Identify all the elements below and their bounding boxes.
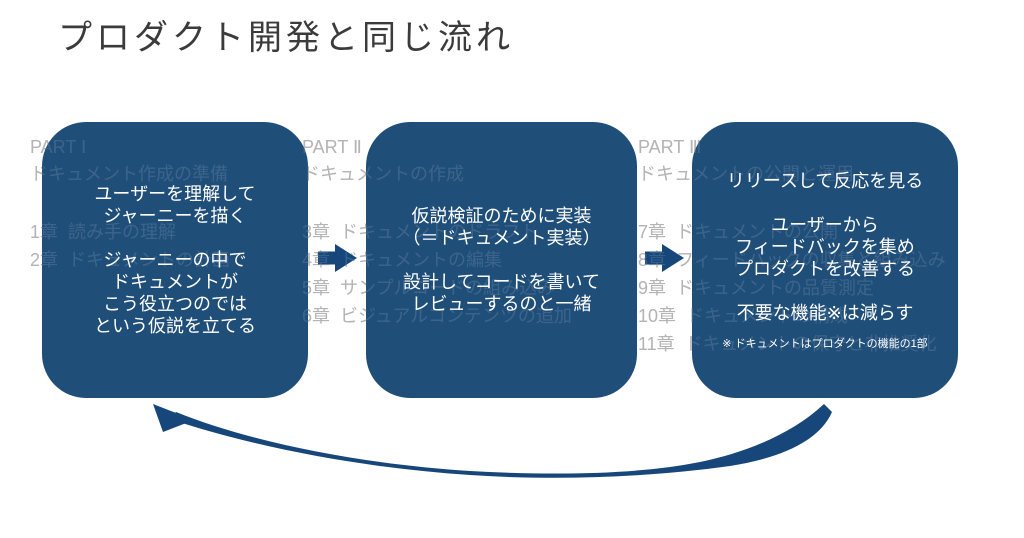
process-box-text: 仮説検証のために実装（＝ドキュメント実装） 設計してコードを書いてレビューするの… [403, 205, 601, 315]
box-line: プロダクトを改善する [735, 258, 915, 279]
box-line: （＝ドキュメント実装） [402, 228, 601, 248]
chapter-number: 10章 [638, 306, 677, 326]
chapter-number: 9章 [638, 278, 667, 298]
box-line [403, 249, 601, 271]
chapter-number: 7章 [638, 222, 667, 242]
box-line: こう役立つのでは [103, 294, 247, 314]
process-box-text: リリースして反応を見る ユーザーからフィードバックを集めプロダクトを改善する 不… [727, 170, 924, 324]
box-line: ドキュメントが [112, 272, 238, 292]
process-box-release-and-improve: リリースして反応を見る ユーザーからフィードバックを集めプロダクトを改善する 不… [692, 122, 958, 398]
box-line: レビューするのと一緒 [411, 294, 592, 314]
box-line [94, 227, 256, 249]
box-line: という仮説を立てる [94, 316, 256, 336]
box-line: ユーザーから [771, 214, 879, 235]
chapter-number: 11章 [638, 334, 675, 354]
box-line: リリースして反応を見る [726, 170, 924, 191]
box-line: 設計してコードを書いて [403, 272, 600, 292]
footnote-text: ※ ドキュメントはプロダクトの機能の1部 [722, 337, 928, 350]
process-box-text: ユーザーを理解してジャーニーを描く ジャーニーの中でドキュメントがこう役立つので… [94, 183, 256, 337]
box-line: フィードバックを集め [735, 236, 915, 257]
chapter-number: 11章 [638, 334, 675, 354]
box-line: ジャーニーの中で [103, 250, 247, 270]
flow-arrow-right-icon [645, 244, 684, 272]
process-box-implement-hypothesis: 仮説検証のために実装（＝ドキュメント実装） 設計してコードを書いてレビューするの… [366, 122, 637, 398]
box-line [727, 192, 924, 214]
slide-title: プロダクト開発と同じ流れ [58, 19, 514, 57]
box-line: 仮説検証のために実装 [411, 206, 592, 226]
process-box-understand-users: ユーザーを理解してジャーニーを描く ジャーニーの中でドキュメントがこう役立つので… [42, 122, 308, 398]
chapter-number: 9章 [638, 278, 667, 298]
box-line: ジャーニーを描く [103, 206, 247, 226]
box-line [727, 280, 924, 302]
box-line: 不要な機能※は減らす [736, 302, 914, 323]
chapter-number: 7章 [638, 222, 667, 242]
box-line: ユーザーを理解して [94, 184, 256, 204]
chapter-number: 10章 [638, 306, 677, 326]
flow-arrow-right-icon [318, 244, 357, 272]
